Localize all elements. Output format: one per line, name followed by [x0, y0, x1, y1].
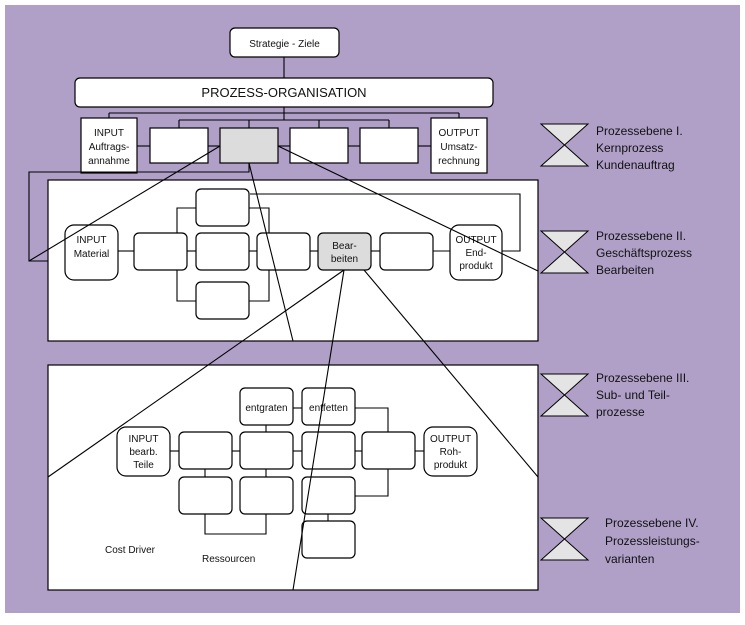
- level-2-output-line-1: OUTPUT: [455, 235, 496, 246]
- top-process-box-1: [149, 127, 209, 164]
- legend-level-4-line-1: Prozessebene IV.: [605, 516, 699, 530]
- legend-level-3: Prozessebene III. Sub- und Teil- prozess…: [539, 371, 689, 419]
- level-3-output-line-2: Roh-: [440, 447, 462, 458]
- level-3-step-a2: [239, 431, 294, 470]
- level-3-output-box: OUTPUT Roh- produkt: [423, 426, 478, 477]
- legend-level-4: Prozessebene IV. Prozessleistungs- varia…: [539, 516, 700, 566]
- level-3-step-b2: [239, 476, 294, 515]
- legend-level-2-line-3: Bearbeiten: [596, 263, 654, 277]
- level-3-step-deburr: entgraten: [239, 387, 294, 426]
- strategy-label: Strategie - Ziele: [249, 39, 320, 50]
- hourglass-icon: [539, 373, 590, 417]
- hourglass-icon: [539, 230, 590, 274]
- level-3-input-line-3: Teile: [133, 460, 154, 471]
- zoom-lines: [28, 145, 539, 591]
- level-3-input-line-2: bearb.: [129, 447, 157, 458]
- level-3-step-c3: [301, 520, 356, 559]
- level-3-input-box: INPUT bearb. Teile: [116, 426, 171, 477]
- process-organisation-label: PROZESS-ORGANISATION: [201, 85, 366, 100]
- top-input-line-2: Auftrags-: [89, 142, 130, 153]
- level-2-process-line-2: beiten: [331, 254, 358, 265]
- level-2-step-1: [133, 232, 188, 271]
- level-2-input-line-2: Material: [74, 249, 110, 260]
- level-3-step-degrease-label: entfetten: [309, 403, 348, 414]
- legend-level-1-line-2: Kernprozess: [596, 141, 663, 155]
- level-3-step-b3: [301, 476, 356, 515]
- legend-level-3-line-3: prozesse: [596, 405, 645, 419]
- legend-level-2-line-1: Prozessebene II.: [596, 229, 686, 243]
- level-2-output-box: OUTPUT End- produkt: [449, 224, 503, 281]
- legend-level-2-line-2: Geschäftsprozess: [596, 246, 692, 260]
- level-2-output-line-2: End-: [465, 248, 486, 259]
- strategy-box: Strategie - Ziele: [229, 27, 340, 58]
- top-input-box: INPUT Auftrags- annahme: [80, 117, 138, 174]
- top-output-line-3: rechnung: [438, 156, 480, 167]
- level-2-process-line-1: Bear-: [332, 241, 356, 252]
- top-process-box-highlighted: [219, 127, 279, 164]
- level-3-step-b1: [178, 476, 233, 515]
- top-process-box-4: [359, 127, 419, 164]
- level-3-step-a3: [301, 431, 356, 470]
- level-2-input-line-1: INPUT: [77, 235, 107, 246]
- legend-level-4-line-2: Prozessleistungs-: [605, 534, 700, 548]
- legend-level-1-line-3: Kundenauftrag: [596, 158, 675, 172]
- level-3-step-degrease: entfetten: [301, 387, 356, 426]
- level-2-parallel-top: [195, 188, 250, 227]
- cost-driver-label: Cost Driver: [105, 545, 156, 556]
- level-3-step-a1: [178, 431, 233, 470]
- hourglass-icon: [539, 123, 590, 167]
- legend-level-1: Prozessebene I. Kernprozess Kundenauftra…: [539, 123, 683, 172]
- top-input-line-1: INPUT: [94, 128, 124, 139]
- legend-level-2: Prozessebene II. Geschäftsprozess Bearbe…: [539, 229, 692, 277]
- level-3-output-line-3: produkt: [434, 460, 468, 471]
- level-3-output-line-1: OUTPUT: [430, 434, 471, 445]
- legend-level-3-line-2: Sub- und Teil-: [596, 388, 670, 402]
- top-output-line-2: Umsatz-: [440, 142, 477, 153]
- level-3-step-deburr-label: entgraten: [245, 403, 287, 414]
- level-2-parallel-bottom: [195, 281, 250, 320]
- level-2-process-box-highlighted: Bear- beiten: [317, 232, 372, 271]
- top-output-box: OUTPUT Umsatz- rechnung: [430, 117, 488, 174]
- level-2-step-5: [379, 232, 434, 271]
- level-2-step-3: [256, 232, 311, 271]
- level-2-output-line-3: produkt: [459, 261, 493, 272]
- legend-level-1-line-1: Prozessebene I.: [596, 124, 683, 138]
- top-process-box-3: [289, 127, 349, 164]
- hourglass-icon: [539, 517, 590, 561]
- legend-level-3-line-1: Prozessebene III.: [596, 371, 689, 385]
- legend-level-4-line-3: varianten: [605, 552, 654, 566]
- level-3-step-merge: [361, 431, 416, 470]
- level-2-parallel-middle: [195, 232, 250, 271]
- level-2-input-box: INPUT Material: [64, 224, 119, 281]
- top-input-line-3: annahme: [88, 156, 130, 167]
- top-output-line-1: OUTPUT: [438, 128, 479, 139]
- resources-label: Ressourcen: [202, 554, 255, 565]
- process-organisation-box: PROZESS-ORGANISATION: [74, 77, 494, 108]
- level-3-input-line-1: INPUT: [129, 434, 159, 445]
